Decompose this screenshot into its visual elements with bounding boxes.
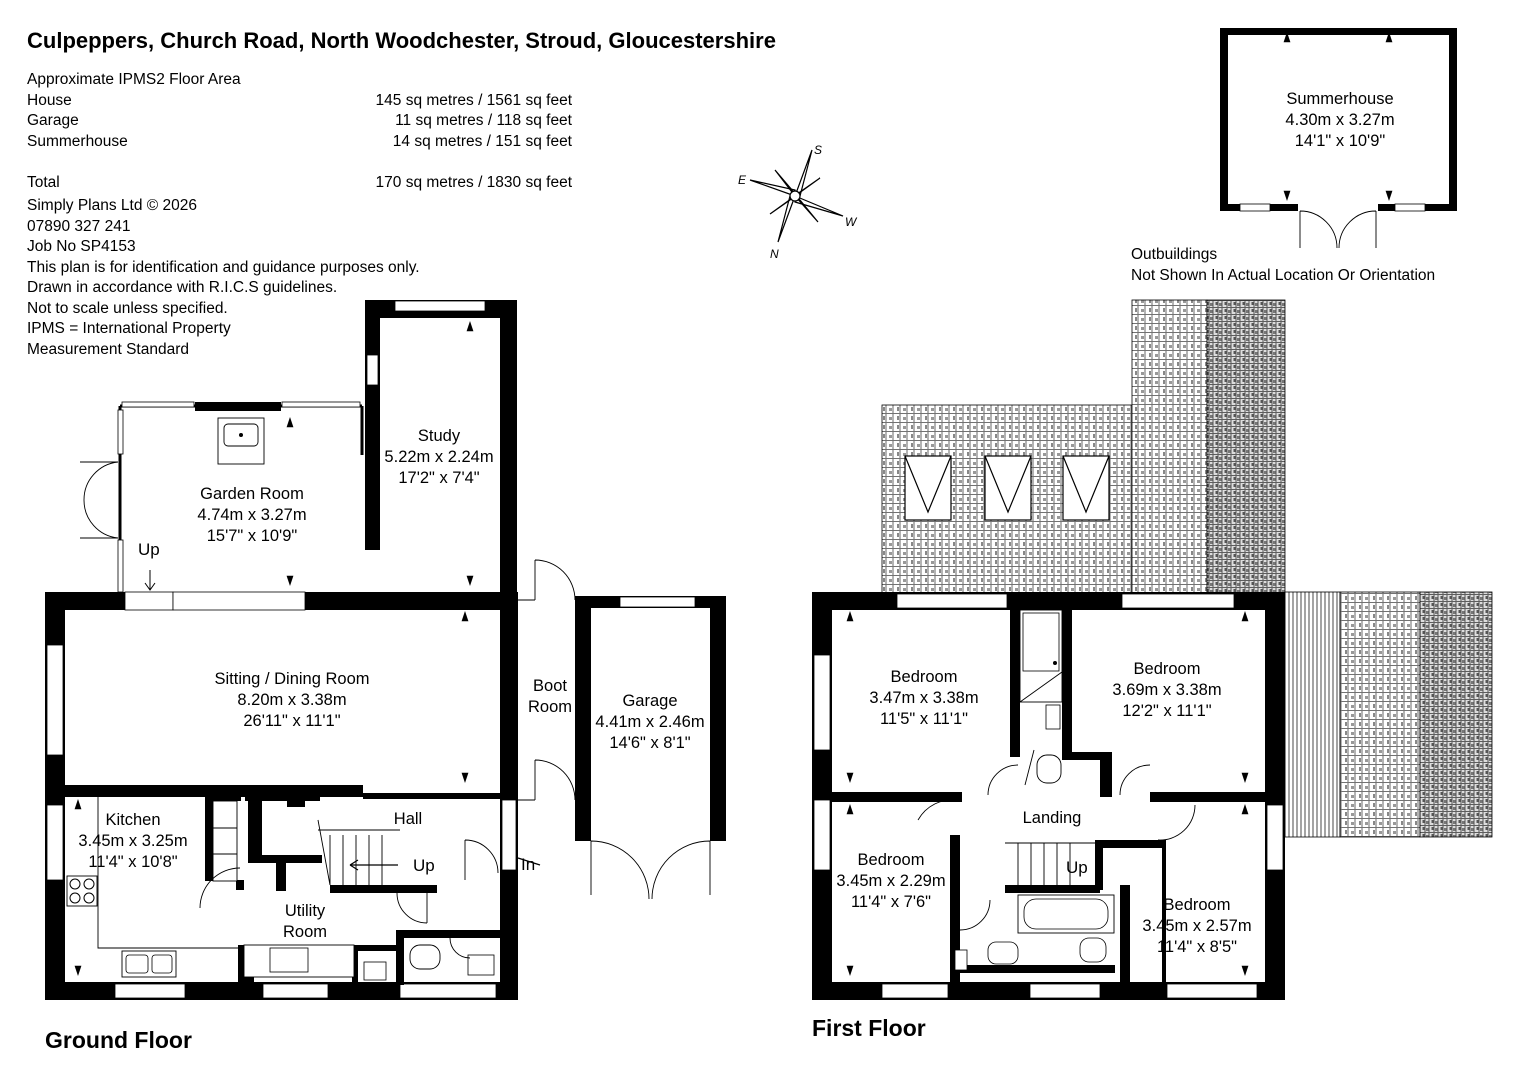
- room-bedroom-2: Bedroom 3.69m x 3.38m 12'2" x 11'1": [1112, 659, 1221, 722]
- area-name: Summerhouse: [27, 132, 128, 150]
- area-value: 14 sq metres / 151 sq feet: [392, 132, 572, 150]
- room-name: Kitchen: [105, 811, 161, 829]
- area-summary: Approximate IPMS2 Floor Area House 145 s…: [27, 70, 572, 193]
- area-name: Garage: [27, 112, 79, 129]
- note-line: Measurement Standard: [27, 340, 189, 358]
- area-value: 11 sq metres / 118 sq feet: [395, 112, 572, 129]
- room-name: Room: [527, 698, 573, 716]
- room-size-imperial: 11'5" x 11'1": [879, 710, 969, 728]
- note-line: Simply Plans Ltd © 2026: [27, 197, 197, 214]
- area-row: Summerhouse 14 sq metres / 151 sq feet: [27, 132, 572, 153]
- note-line: Outbuildings: [1131, 246, 1218, 263]
- room-size-metric: 4.30m x 3.27m: [1285, 111, 1395, 129]
- area-row: House 145 sq metres / 1561 sq feet: [27, 91, 572, 112]
- dimension-markers: [74, 32, 1393, 976]
- room-name: Garden Room: [200, 485, 304, 503]
- room-name: Bedroom: [857, 851, 925, 869]
- room-name: Bedroom: [1133, 660, 1201, 678]
- room-name: Utility: [284, 902, 326, 920]
- room-summerhouse: Summerhouse 4.30m x 3.27m 14'1" x 10'9": [1285, 89, 1394, 152]
- room-name: Bedroom: [1163, 896, 1231, 914]
- room-name: Bedroom: [890, 668, 958, 686]
- room-name: Hall: [393, 810, 423, 828]
- ground-floor-plan: [45, 300, 726, 1000]
- compass-w: W: [845, 215, 858, 229]
- note-line: Not to scale unless specified.: [27, 299, 228, 317]
- area-heading: Approximate IPMS2 Floor Area: [27, 71, 241, 88]
- note-line: IPMS = International Property: [27, 320, 231, 337]
- plan-notes: Simply Plans Ltd © 2026 07890 327 241 Jo…: [27, 196, 420, 360]
- area-row: Garage 11 sq metres / 118 sq feet: [27, 111, 572, 132]
- room-name: Sitting / Dining Room: [214, 670, 370, 688]
- summerhouse-plan: [1220, 28, 1457, 249]
- room-kitchen: Kitchen 3.45m x 3.25m 11'4" x 10'8": [78, 810, 187, 873]
- room-utility: Utility Room: [283, 901, 327, 943]
- compass-s: S: [814, 143, 822, 157]
- room-size-metric: 3.45m x 2.29m: [836, 872, 946, 890]
- room-size-metric: 4.74m x 3.27m: [197, 506, 307, 524]
- first-floor-plan: [812, 299, 1493, 1000]
- room-size-imperial: 15'7" x 10'9": [206, 527, 298, 545]
- room-name: Study: [417, 427, 461, 445]
- room-boot-room: Boot Room: [528, 676, 572, 718]
- room-garden-room: Garden Room 4.74m x 3.27m 15'7" x 10'9": [197, 484, 306, 547]
- room-study: Study 5.22m x 2.24m 17'2" x 7'4": [384, 426, 493, 489]
- room-name: Garage: [622, 692, 678, 710]
- room-bedroom-1: Bedroom 3.47m x 3.38m 11'5" x 11'1": [869, 667, 978, 730]
- room-bedroom-3: Bedroom 3.45m x 2.29m 11'4" x 7'6": [836, 850, 945, 913]
- room-size-imperial: 17'2" x 7'4": [398, 469, 480, 487]
- room-size-metric: 3.47m x 3.38m: [869, 689, 979, 707]
- room-landing: Landing: [1023, 808, 1082, 829]
- note-line: 07890 327 241: [27, 217, 131, 235]
- plan-title: Culpeppers, Church Road, North Woodchest…: [27, 28, 776, 53]
- area-name: House: [27, 91, 72, 109]
- first-floor-label: First Floor: [812, 1015, 926, 1041]
- room-size-imperial: 14'1" x 10'9": [1294, 132, 1386, 150]
- room-size-imperial: 11'4" x 7'6": [850, 893, 932, 911]
- room-size-imperial: 14'6" x 8'1": [609, 734, 691, 752]
- area-name: Total: [27, 173, 60, 191]
- room-name: Boot: [533, 677, 567, 695]
- up-label-first: Up: [1066, 858, 1088, 877]
- room-garage: Garage 4.41m x 2.46m 14'6" x 8'1": [595, 691, 704, 754]
- room-size-imperial: 26'11" x 11'1": [243, 712, 341, 730]
- note-line: Not Shown In Actual Location Or Orientat…: [1131, 266, 1436, 284]
- room-hall: Hall: [394, 809, 422, 830]
- in-label: In: [521, 855, 536, 874]
- room-name: Room: [282, 923, 328, 941]
- note-line: Drawn in accordance with R.I.C.S guideli…: [27, 279, 338, 296]
- room-size-metric: 3.45m x 3.25m: [78, 832, 188, 850]
- room-name: Landing: [1022, 809, 1082, 827]
- compass-icon: [749, 149, 844, 243]
- up-label-garden: Up: [138, 540, 160, 559]
- room-size-imperial: 11'4" x 10'8": [88, 853, 178, 871]
- room-size-metric: 3.45m x 2.57m: [1142, 917, 1252, 935]
- note-line: Job No SP4153: [27, 238, 136, 255]
- room-name: Summerhouse: [1286, 90, 1394, 108]
- room-size-metric: 5.22m x 2.24m: [384, 448, 494, 466]
- room-size-metric: 8.20m x 3.38m: [237, 691, 347, 709]
- room-size-metric: 4.41m x 2.46m: [595, 713, 705, 731]
- compass-n: N: [770, 247, 779, 261]
- room-size-imperial: 12'2" x 11'1": [1122, 702, 1212, 720]
- room-bedroom-4: Bedroom 3.45m x 2.57m 11'4" x 8'5": [1142, 895, 1251, 958]
- compass-e: E: [738, 173, 747, 187]
- ground-floor-label: Ground Floor: [45, 1027, 192, 1053]
- room-size-metric: 3.69m x 3.38m: [1112, 681, 1222, 699]
- note-line: This plan is for identification and guid…: [27, 258, 420, 276]
- area-value: 170 sq metres / 1830 sq feet: [375, 173, 572, 191]
- up-label-hall: Up: [413, 856, 435, 875]
- area-total-row: Total 170 sq metres / 1830 sq feet: [27, 173, 572, 194]
- room-sitting-dining: Sitting / Dining Room 8.20m x 3.38m 26'1…: [215, 669, 370, 732]
- area-value: 145 sq metres / 1561 sq feet: [375, 91, 572, 109]
- room-size-imperial: 11'4" x 8'5": [1156, 938, 1238, 956]
- outbuildings-note: Outbuildings Not Shown In Actual Locatio…: [1131, 245, 1435, 286]
